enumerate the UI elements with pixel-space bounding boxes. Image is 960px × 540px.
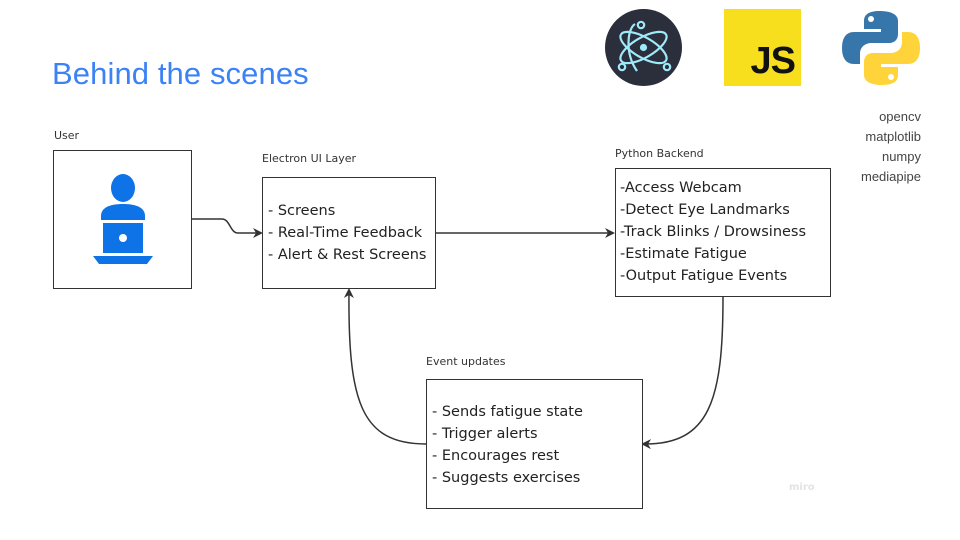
connector-python-to-events bbox=[641, 296, 724, 450]
event-item: - Suggests exercises bbox=[432, 470, 581, 486]
python-item: -Output Fatigue Events bbox=[620, 268, 788, 284]
event-updates-box: - Sends fatigue state - Trigger alerts -… bbox=[426, 379, 643, 509]
event-item: - Encourages rest bbox=[432, 448, 560, 464]
miro-watermark: miro bbox=[789, 482, 815, 493]
electron-layer-label: Electron UI Layer bbox=[262, 152, 357, 165]
library-list: opencv matplotlib numpy mediapipe bbox=[861, 107, 921, 187]
electron-layer-box: - Screens - Real-Time Feedback - Alert &… bbox=[262, 177, 436, 289]
library-item: mediapipe bbox=[861, 169, 921, 184]
javascript-logo: JS bbox=[724, 9, 801, 86]
slide-title: Behind the scenes bbox=[52, 56, 309, 91]
connector-events-to-electron bbox=[343, 288, 427, 445]
electron-item: - Alert & Rest Screens bbox=[268, 247, 427, 263]
library-item: numpy bbox=[881, 149, 921, 164]
user-with-laptop-icon bbox=[93, 174, 153, 264]
user-box bbox=[53, 150, 192, 289]
electron-item: - Real-Time Feedback bbox=[268, 225, 423, 241]
event-updates-label: Event updates bbox=[426, 355, 506, 368]
library-item: matplotlib bbox=[865, 129, 921, 144]
python-item: -Access Webcam bbox=[620, 180, 742, 196]
python-backend-label: Python Backend bbox=[615, 147, 704, 160]
python-logo bbox=[842, 11, 920, 85]
python-item: -Track Blinks / Drowsiness bbox=[620, 224, 807, 240]
event-item: - Sends fatigue state bbox=[432, 404, 583, 420]
connector-user-to-electron bbox=[192, 218, 263, 238]
electron-item: - Screens bbox=[268, 203, 336, 219]
js-logo-text: JS bbox=[750, 40, 796, 82]
library-item: opencv bbox=[879, 109, 921, 124]
electron-logo bbox=[605, 9, 682, 86]
user-label: User bbox=[54, 129, 80, 142]
python-item: -Detect Eye Landmarks bbox=[620, 202, 790, 218]
python-item: -Estimate Fatigue bbox=[620, 246, 747, 262]
python-backend-box: -Access Webcam -Detect Eye Landmarks -Tr… bbox=[615, 168, 831, 297]
event-item: - Trigger alerts bbox=[432, 426, 538, 442]
